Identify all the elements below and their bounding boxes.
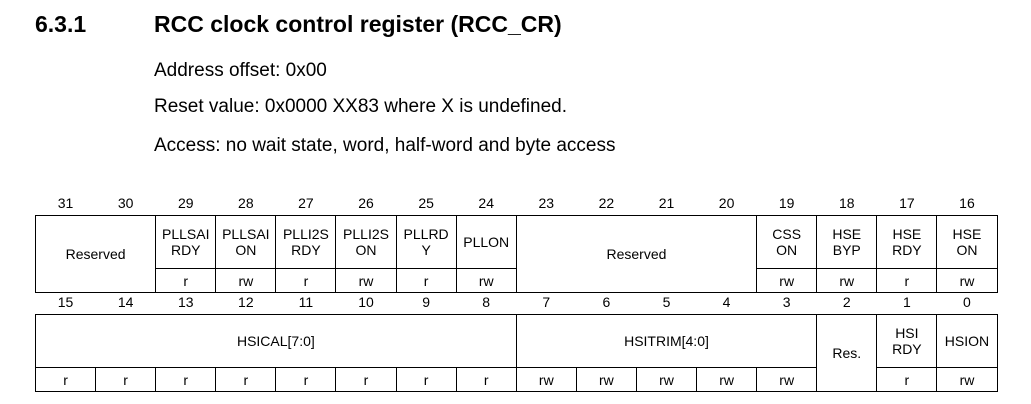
register-field: PLLSAI ON: [215, 215, 277, 269]
access-type: rw: [936, 367, 998, 392]
access-type: r: [275, 367, 337, 392]
access-type: rw: [635, 367, 698, 392]
bit-number: 27: [298, 195, 314, 211]
bit-number: 26: [358, 195, 374, 211]
register-field: PLLI2S ON: [335, 215, 397, 269]
access-type: rw: [696, 367, 758, 392]
bit-number: 0: [963, 294, 971, 310]
access-type: rw: [756, 268, 818, 293]
access-type: rw: [215, 268, 277, 293]
register-field: PLLSAI RDY: [155, 215, 217, 269]
bit-number: 10: [358, 294, 374, 310]
bit-number: 11: [298, 294, 314, 310]
bit-number: 5: [662, 294, 671, 310]
register-field: HSITRIM[4:0]: [515, 314, 818, 368]
register-field: HSE RDY: [876, 215, 938, 269]
bit-number: 28: [238, 195, 254, 211]
reserved-field: Reserved: [515, 215, 758, 293]
bit-number: 25: [418, 195, 434, 211]
access-type: r: [335, 367, 397, 392]
bit-number: 31: [57, 195, 74, 211]
reserved-field: Res.: [816, 314, 878, 392]
access-type: rw: [936, 268, 998, 293]
register-field: HSION: [936, 314, 998, 368]
access-type: r: [34, 367, 97, 392]
bit-number: 18: [838, 195, 855, 211]
reset-value-text: Reset value: 0x0000 XX83 where X is unde…: [154, 96, 567, 117]
access-type: r: [455, 367, 517, 392]
bit-number: 8: [482, 294, 491, 310]
access-type: rw: [575, 367, 637, 392]
access-text: Access: no wait state, word, half-word a…: [154, 135, 616, 156]
register-field: CSS ON: [756, 215, 818, 269]
bit-number: 22: [598, 195, 615, 211]
access-type: r: [155, 367, 217, 392]
section-number: 6.3.1: [35, 11, 87, 37]
register-field: PLLON: [455, 215, 517, 269]
access-type: rw: [756, 367, 818, 392]
access-type: r: [395, 367, 457, 392]
register-field: PLLRD Y: [395, 215, 457, 269]
bit-number: 20: [718, 195, 735, 211]
bit-number: 4: [722, 294, 731, 310]
bit-number: 2: [842, 294, 851, 310]
access-type: r: [155, 268, 217, 293]
register-field: HSICAL[7:0]: [35, 314, 517, 368]
access-type: rw: [515, 367, 577, 392]
access-type: rw: [455, 268, 517, 293]
bit-number: 15: [57, 294, 74, 310]
bit-number-row: 31 30 29 28 27 26 25 24 23 22 21 20 19 18 17 16: [36, 191, 998, 216]
bit-number: 1: [902, 294, 911, 310]
access-type: r: [275, 268, 337, 293]
access-type: r: [876, 268, 938, 293]
register-field: PLLI2S RDY: [275, 215, 337, 269]
reserved-field: Reserved: [34, 215, 157, 293]
access-type: r: [215, 367, 277, 392]
access-type: rw: [335, 268, 397, 293]
bit-number: 17: [899, 195, 915, 211]
access-type: r: [876, 367, 938, 392]
bit-number: 29: [177, 195, 194, 211]
bit-number: 9: [422, 294, 430, 310]
access-type: r: [95, 367, 157, 392]
bit-number: 13: [177, 294, 194, 310]
bit-number: 6: [602, 294, 611, 310]
address-offset-text: Address offset: 0x00: [154, 60, 327, 81]
bit-number: 3: [782, 294, 791, 310]
access-type: r: [395, 268, 457, 293]
bit-number: 24: [478, 195, 494, 211]
access-type: rw: [816, 268, 878, 293]
register-field: HSI RDY: [876, 314, 938, 368]
bit-number: 30: [117, 195, 134, 211]
bit-number: 23: [538, 195, 555, 211]
bit-number: 14: [117, 294, 134, 310]
bit-number: 12: [238, 294, 254, 310]
register-field: HSE ON: [936, 215, 998, 269]
bit-number: 16: [959, 195, 975, 211]
register-field: HSE BYP: [816, 215, 878, 269]
bit-number: 21: [658, 195, 675, 211]
bit-number: 7: [542, 294, 551, 310]
section-title: RCC clock control register (RCC_CR): [154, 11, 562, 37]
bit-number: 19: [778, 195, 795, 211]
